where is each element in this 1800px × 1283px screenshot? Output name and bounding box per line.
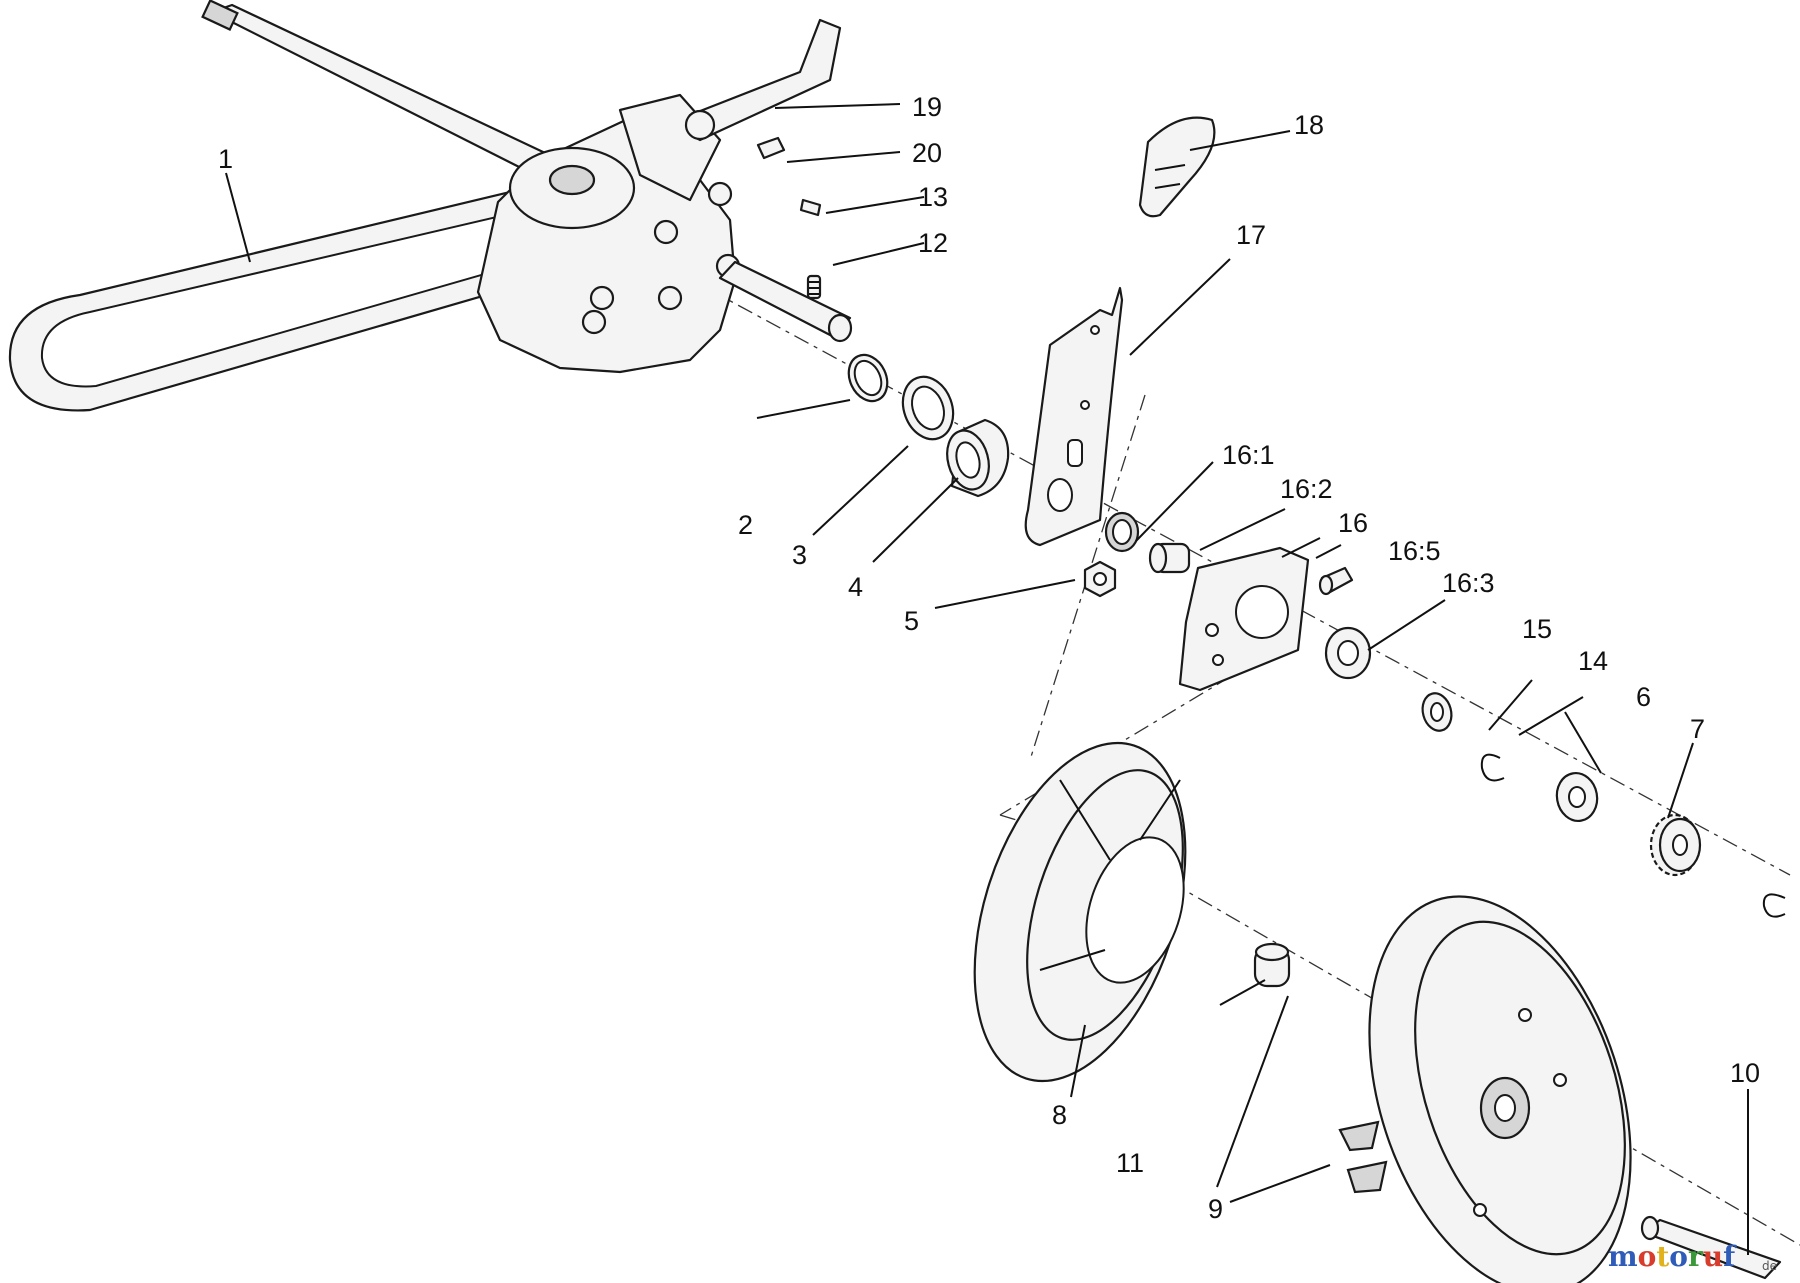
callout-14: 14 xyxy=(1578,646,1608,676)
height-adjust-grip xyxy=(1138,116,1216,218)
retaining-ring xyxy=(847,353,889,403)
callout-6: 6 xyxy=(1636,682,1651,712)
watermark-text: motoruf xyxy=(1608,1240,1737,1273)
wheel-bushing xyxy=(1253,942,1291,988)
callout-15: 15 xyxy=(1522,614,1552,644)
watermark-char: m xyxy=(1608,1240,1638,1273)
callout-11: 11 xyxy=(1116,1148,1144,1178)
washer-6 xyxy=(1555,772,1599,822)
output-axle xyxy=(718,260,853,343)
transmission-shaft xyxy=(201,0,562,182)
callout-5: 5 xyxy=(904,606,919,636)
callout-16-3: 16:3 xyxy=(1442,568,1495,598)
ball-bearing-16-1 xyxy=(1104,511,1140,553)
lever-pin xyxy=(756,136,786,160)
nut xyxy=(1083,560,1117,598)
callout-9: 9 xyxy=(1208,1194,1223,1224)
callout-19: 19 xyxy=(912,92,942,122)
spring xyxy=(806,274,822,300)
callout-3: 3 xyxy=(792,540,807,570)
callout-7: 7 xyxy=(1690,714,1705,744)
watermark: motoruf de xyxy=(1608,1240,1777,1273)
callout-17: 17 xyxy=(1236,220,1266,250)
drive-gear xyxy=(1649,813,1702,877)
bushing-16-2 xyxy=(1148,542,1191,574)
pivot-bracket xyxy=(1178,546,1310,692)
callout-8: 8 xyxy=(1052,1100,1067,1130)
wheel-cover xyxy=(973,741,1187,1083)
callout-4: 4 xyxy=(848,572,863,602)
callout-labels: 1 2 3 4 5 6 7 8 9 10 11 12 13 14 15 16 1… xyxy=(218,92,1760,1224)
callout-16-1: 16:1 xyxy=(1222,440,1275,470)
watermark-char: f xyxy=(1723,1240,1737,1273)
watermark-char: r xyxy=(1688,1240,1704,1273)
watermark-char: t xyxy=(1656,1240,1669,1273)
callout-1: 1 xyxy=(218,144,233,174)
callout-16-2: 16:2 xyxy=(1280,474,1333,504)
callout-13: 13 xyxy=(918,182,948,212)
flanged-bushing xyxy=(946,418,1010,498)
callout-10: 10 xyxy=(1730,1058,1760,1088)
watermark-suffix: de xyxy=(1762,1259,1777,1273)
callout-12: 12 xyxy=(918,228,948,258)
watermark-char: u xyxy=(1703,1240,1723,1273)
washer-3 xyxy=(901,375,955,441)
callout-20: 20 xyxy=(912,138,942,168)
axle-bolt xyxy=(1640,1215,1782,1280)
woodruff-key xyxy=(799,198,822,217)
callout-2: 2 xyxy=(738,510,753,540)
spacer-16-3 xyxy=(1324,626,1372,680)
rear-wheel xyxy=(1338,895,1632,1283)
leader-lines xyxy=(225,103,1749,1255)
watermark-char: o xyxy=(1669,1240,1688,1273)
e-ring-end xyxy=(1762,893,1786,918)
height-adjust-lever xyxy=(1024,286,1124,547)
callout-16-5: 16:5 xyxy=(1388,536,1441,566)
callout-16: 16 xyxy=(1338,508,1368,538)
shift-lever xyxy=(684,18,842,142)
watermark-char: o xyxy=(1638,1240,1657,1273)
callout-18: 18 xyxy=(1294,110,1324,140)
e-ring-14 xyxy=(1480,753,1505,782)
stud-16-5 xyxy=(1318,566,1354,596)
washer-15 xyxy=(1421,692,1453,732)
